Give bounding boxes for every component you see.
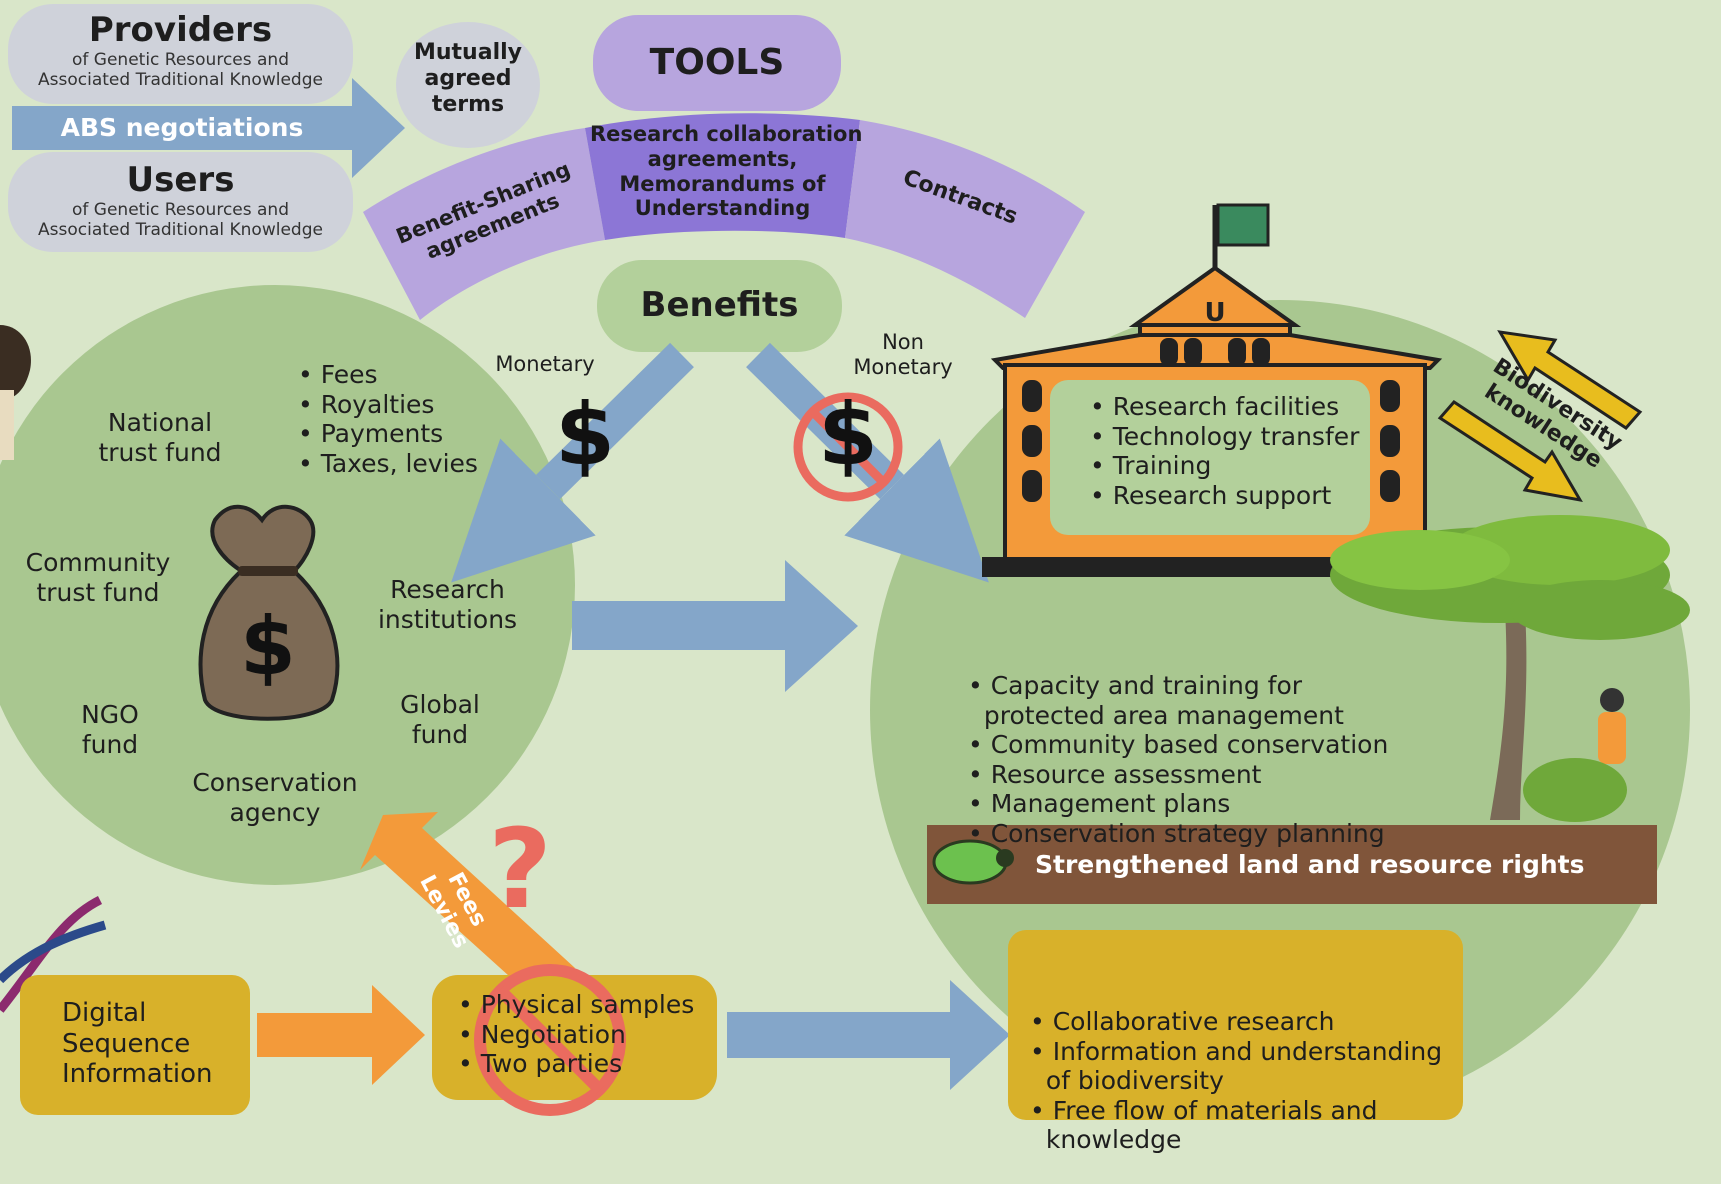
tools-arc-right [845,120,1085,318]
abs-negotiations-arrow [12,78,405,178]
tools-arc-left [363,128,605,320]
physical-box-bullets: • Physical samples• Negotiation• Two par… [458,990,695,1078]
monetary-bullets: • Fees• Royalties• Payments• Taxes, levi… [298,360,478,478]
money-bag-dollar: $ [240,600,296,693]
university-sign-letter: U [1204,298,1226,328]
prohibition-slash [495,985,605,1095]
biodiversity-knowledge-arrows [1437,330,1643,503]
dollar-crossed-icon: $ [818,385,878,485]
physical-samples-box [432,975,717,1100]
land-rights-banner-bg [927,825,1657,904]
dsi-box [20,975,250,1115]
university-building-icon [982,203,1447,577]
diagram-artwork [0,4,1690,1120]
land-rights-label: Strengthened land and resource rights [1035,850,1585,879]
collab-box-bullets: • Collaborative research• Information an… [1030,1007,1443,1154]
physical-to-collab-arrow [727,980,1010,1090]
monetary-label: Monetary [495,352,595,376]
university-bullets: • Research facilities• Technology transf… [1090,392,1360,510]
tools-pill [593,15,841,111]
no-money-symbol [793,392,903,502]
users-pill [8,152,353,252]
prohibition-symbol [474,964,626,1116]
dna-icon [0,895,107,1013]
users-title: Users [126,160,235,200]
question-mark-icon: ? [488,805,552,933]
dollar-icon: $ [555,385,615,485]
person-figure-icon [0,325,31,460]
no-money-slash [809,408,887,486]
fees-levies-arrow [360,812,575,995]
money-bag-icon [198,504,340,721]
dsi-to-physical-arrow [257,985,425,1085]
providers-pill [8,4,353,104]
non-monetary-bullets: • Capacity and training for protected ar… [968,671,1389,848]
benefits-pill [597,260,842,352]
circle-to-circle-arrow [572,560,858,692]
tools-title: TOOLS [649,42,785,83]
tree-icon [1330,515,1690,822]
providers-title: Providers [88,10,273,50]
abs-negotiations-label: ABS negotiations [60,113,304,142]
beetle-icon [932,839,1014,885]
benefits-title: Benefits [640,285,799,325]
monetary-arrow [451,342,694,583]
collab-box [1008,930,1463,1120]
mutually-agreed-terms-bubble [396,22,540,148]
tools-arc-middle [585,113,860,240]
